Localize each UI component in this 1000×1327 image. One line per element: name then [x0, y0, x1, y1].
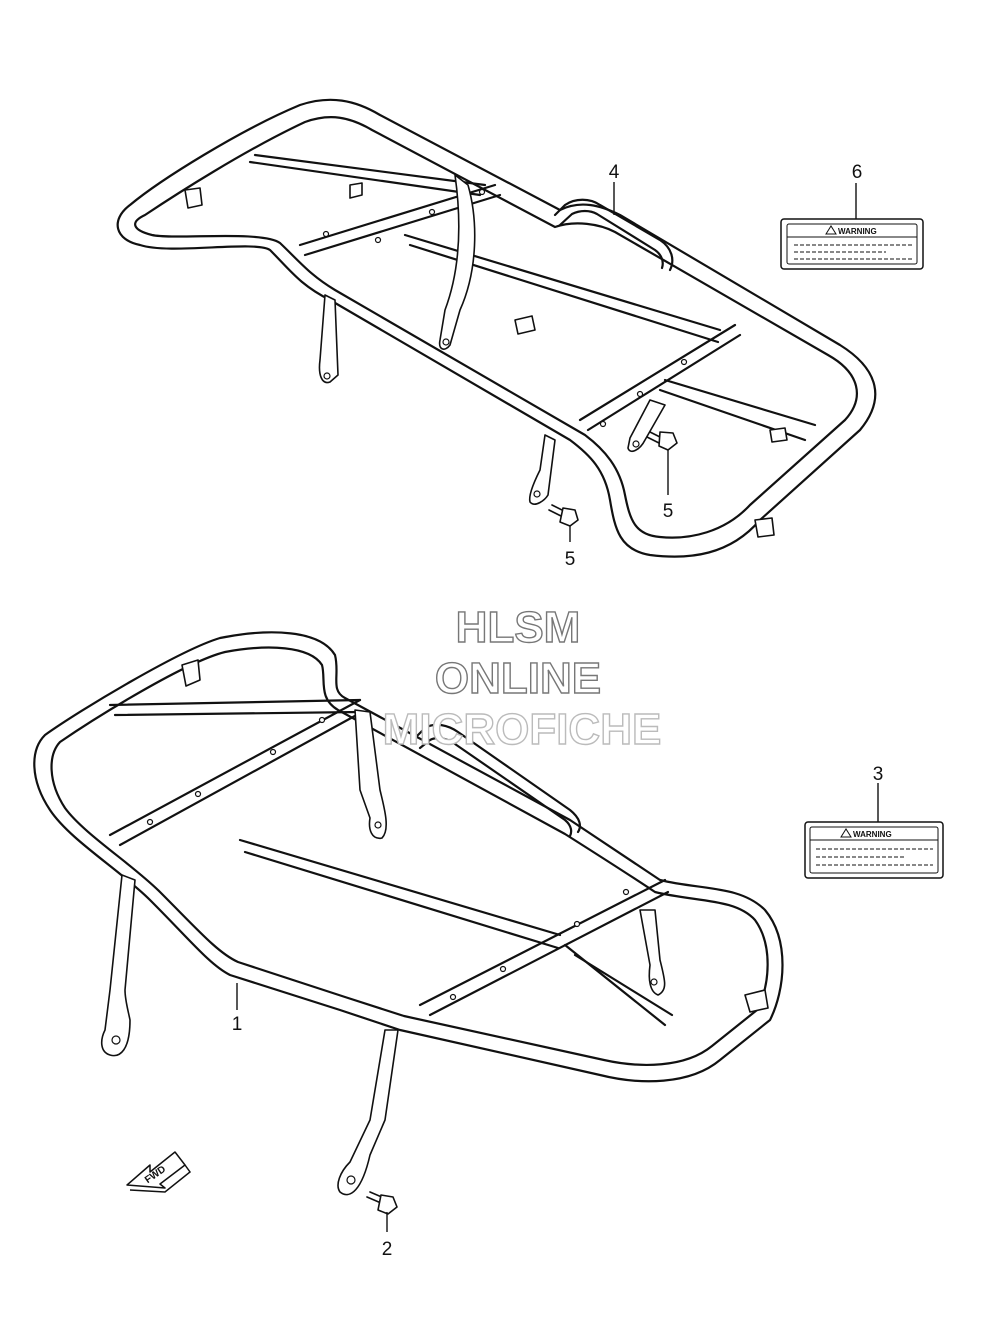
warning-label-6[interactable]: WARNING — [780, 218, 924, 270]
bolt-icon — [646, 431, 678, 451]
front-carrier-drawing — [33, 631, 784, 1196]
warning-text: WARNING — [853, 830, 892, 839]
callout-3[interactable]: 3 — [873, 764, 884, 785]
warning-label-3[interactable]: WARNING — [804, 821, 944, 879]
watermark-line1: HLSM — [456, 603, 581, 652]
watermark-line2: ONLINE — [435, 654, 601, 703]
watermark: HLSM ONLINE MICROFICHE — [382, 602, 662, 754]
callout-1[interactable]: 1 — [232, 1014, 243, 1035]
rear-carrier-drawing — [116, 98, 877, 558]
callout-4[interactable]: 4 — [609, 162, 620, 183]
warning-text: WARNING — [838, 227, 877, 236]
bolt-icon — [548, 504, 579, 527]
warning-triangle-icon — [825, 225, 837, 235]
callout-5b[interactable]: 5 — [565, 549, 576, 570]
callout-6[interactable]: 6 — [852, 162, 863, 183]
bolt-icon — [366, 1191, 398, 1215]
callout-5a[interactable]: 5 — [663, 501, 674, 522]
warning-triangle-icon — [840, 828, 852, 838]
callout-2[interactable]: 2 — [382, 1239, 393, 1260]
fwd-arrow-icon: FWD — [126, 1151, 192, 1193]
watermark-line3: MICROFICHE — [383, 705, 662, 754]
